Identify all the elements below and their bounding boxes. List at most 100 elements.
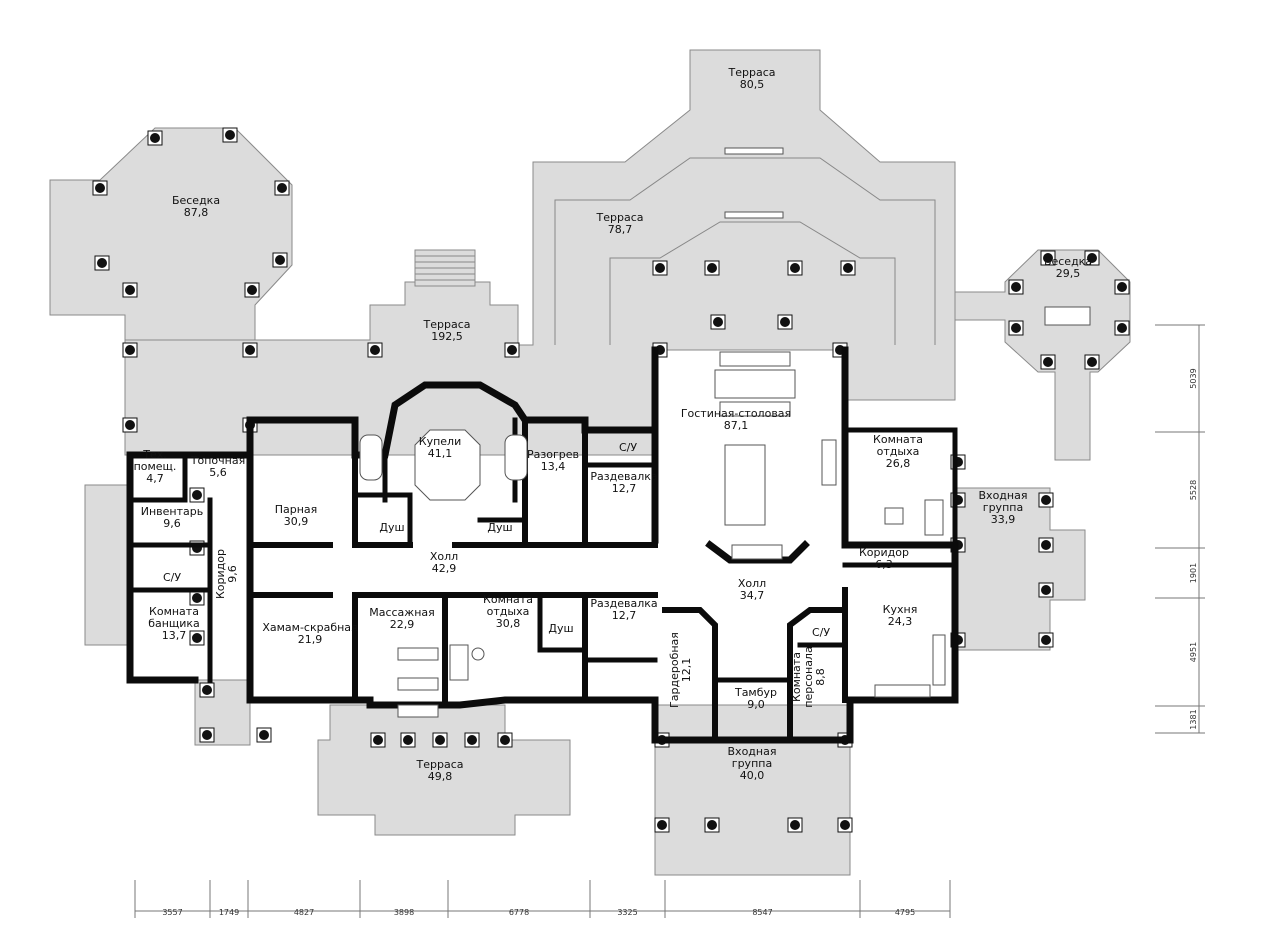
column-post-core [707,263,717,273]
column-post-core [790,820,800,830]
room-area: 21,9 [298,633,323,646]
sofa [731,544,783,560]
column-post-core [275,255,285,265]
stairs-top-left [414,249,476,287]
terrace-inner-outline [609,221,896,345]
room-labels: Беседка87,8Терраса80,5Терраса78,7Беседка… [134,66,1092,783]
column-post-core [202,685,212,695]
room-area: 12,1 [680,658,693,683]
entrance-bottom-shape [654,704,851,876]
column-post-core [150,133,160,143]
column-post-core [467,735,477,745]
column-post-core [507,345,517,355]
column-post-core [259,730,269,740]
stair-step [724,147,784,155]
room-area: 13,7 [162,629,187,642]
room-area: 8,8 [814,668,827,686]
dimension-label: 6778 [509,908,529,917]
column-post-core [1043,357,1053,367]
room-label-dush2: Душ [487,521,512,534]
room-area: 12,7 [612,482,637,495]
room-area: 9,6 [226,565,239,583]
room-area: 9,0 [747,698,765,711]
column-post-core [500,735,510,745]
room-name: Душ [548,622,573,635]
column-post-core [1087,253,1097,263]
room-name: Душ [487,521,512,534]
room-name: Топочная [190,454,245,467]
room-name: Гардеробная [668,632,681,708]
room-area: 34,7 [740,589,765,602]
room-name: Терраса [416,758,464,771]
room-name: Коридор [214,549,227,599]
dining-table [714,369,796,399]
room-area: 192,5 [431,330,463,343]
room-name: Беседка [172,194,220,207]
gazebo-table [1044,306,1091,326]
room-name: Беседка [1044,255,1092,268]
stair-step [724,211,784,219]
dimension-label: 4951 [1189,642,1198,662]
room-name: Кухня [883,603,918,616]
room-area: 30,9 [284,515,309,528]
dimension-label: 8547 [752,908,772,917]
room-name: Тамбур [734,686,777,699]
dimension-label: 3898 [394,908,414,917]
column-post-core [125,345,135,355]
massage-bed [397,677,439,691]
room-name: Раздевалка [590,597,657,610]
room-label-tehpom: Тех.помещ.4,7 [134,448,177,485]
room-area: 40,0 [740,769,765,782]
massage-bed [397,704,439,718]
column-post-core [245,345,255,355]
column-post-core [840,820,850,830]
dimension-label: 1749 [219,908,239,917]
terrace-78-outline [554,157,936,345]
room-area: 12,7 [612,609,637,622]
room-name: С/У [812,626,830,639]
fireplace [821,439,837,486]
column-post-core [1117,323,1127,333]
column-post-core [370,345,380,355]
room-name: Купели [419,435,461,448]
room-label-su3: С/У [812,626,830,639]
porch-left-shape [84,484,131,646]
column-post-core [247,285,257,295]
column-post-core [192,633,202,643]
room-name: Комнатаперсонала [790,646,815,707]
room-name: Душ [379,521,404,534]
column-post-core [373,735,383,745]
room-area: 87,8 [184,206,209,219]
dimension-label: 5528 [1189,480,1198,500]
room-area: 41,1 [428,447,453,460]
column-post-core [1117,282,1127,292]
dimension-label: 1901 [1189,563,1198,583]
bathtub [359,434,383,481]
armchair [924,499,944,536]
room-area: 49,8 [428,770,453,783]
column-post-core [97,258,107,268]
room-name: Коридор [859,546,909,559]
room-area: 87,1 [724,419,749,432]
walls [126,346,959,744]
